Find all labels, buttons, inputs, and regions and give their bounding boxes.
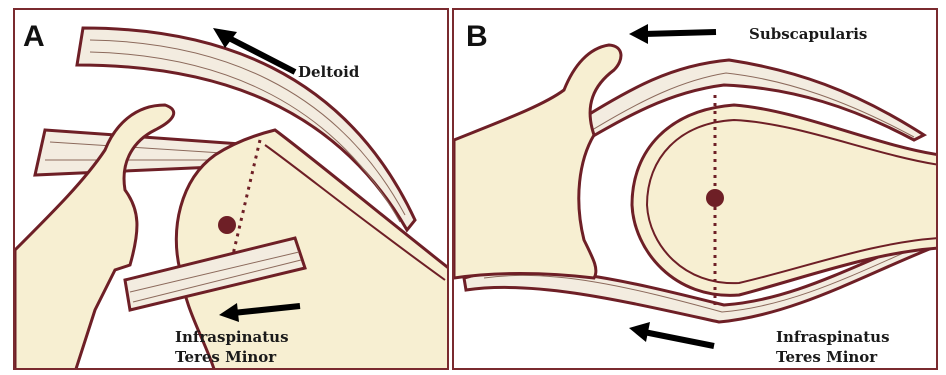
humeral-head [632, 105, 938, 295]
panel-label-a: A [23, 22, 45, 52]
scapula-b [454, 45, 621, 278]
rotation-center-dot [218, 216, 236, 234]
label-teres-minor-a: Teres Minor [175, 348, 276, 367]
panel-b-illustration [454, 10, 938, 370]
label-deltoid: Deltoid [298, 63, 359, 82]
panel-a: A Deltoid Infraspinatus Teres Minor [13, 8, 449, 370]
label-teres-minor-b: Teres Minor [776, 348, 877, 367]
rotation-center-dot-b [706, 189, 724, 207]
panel-a-illustration [15, 10, 449, 370]
panel-label-b: B [466, 22, 488, 52]
label-subscapularis: Subscapularis [749, 25, 867, 44]
panel-b: B Subscapularis Infraspinatus Teres Mino… [452, 8, 938, 370]
label-infraspinatus-b: Infraspinatus [776, 328, 890, 347]
subscapularis-arrow [629, 24, 716, 44]
infraspinatus-arrow-b [629, 322, 714, 346]
label-infraspinatus-a: Infraspinatus [175, 328, 289, 347]
